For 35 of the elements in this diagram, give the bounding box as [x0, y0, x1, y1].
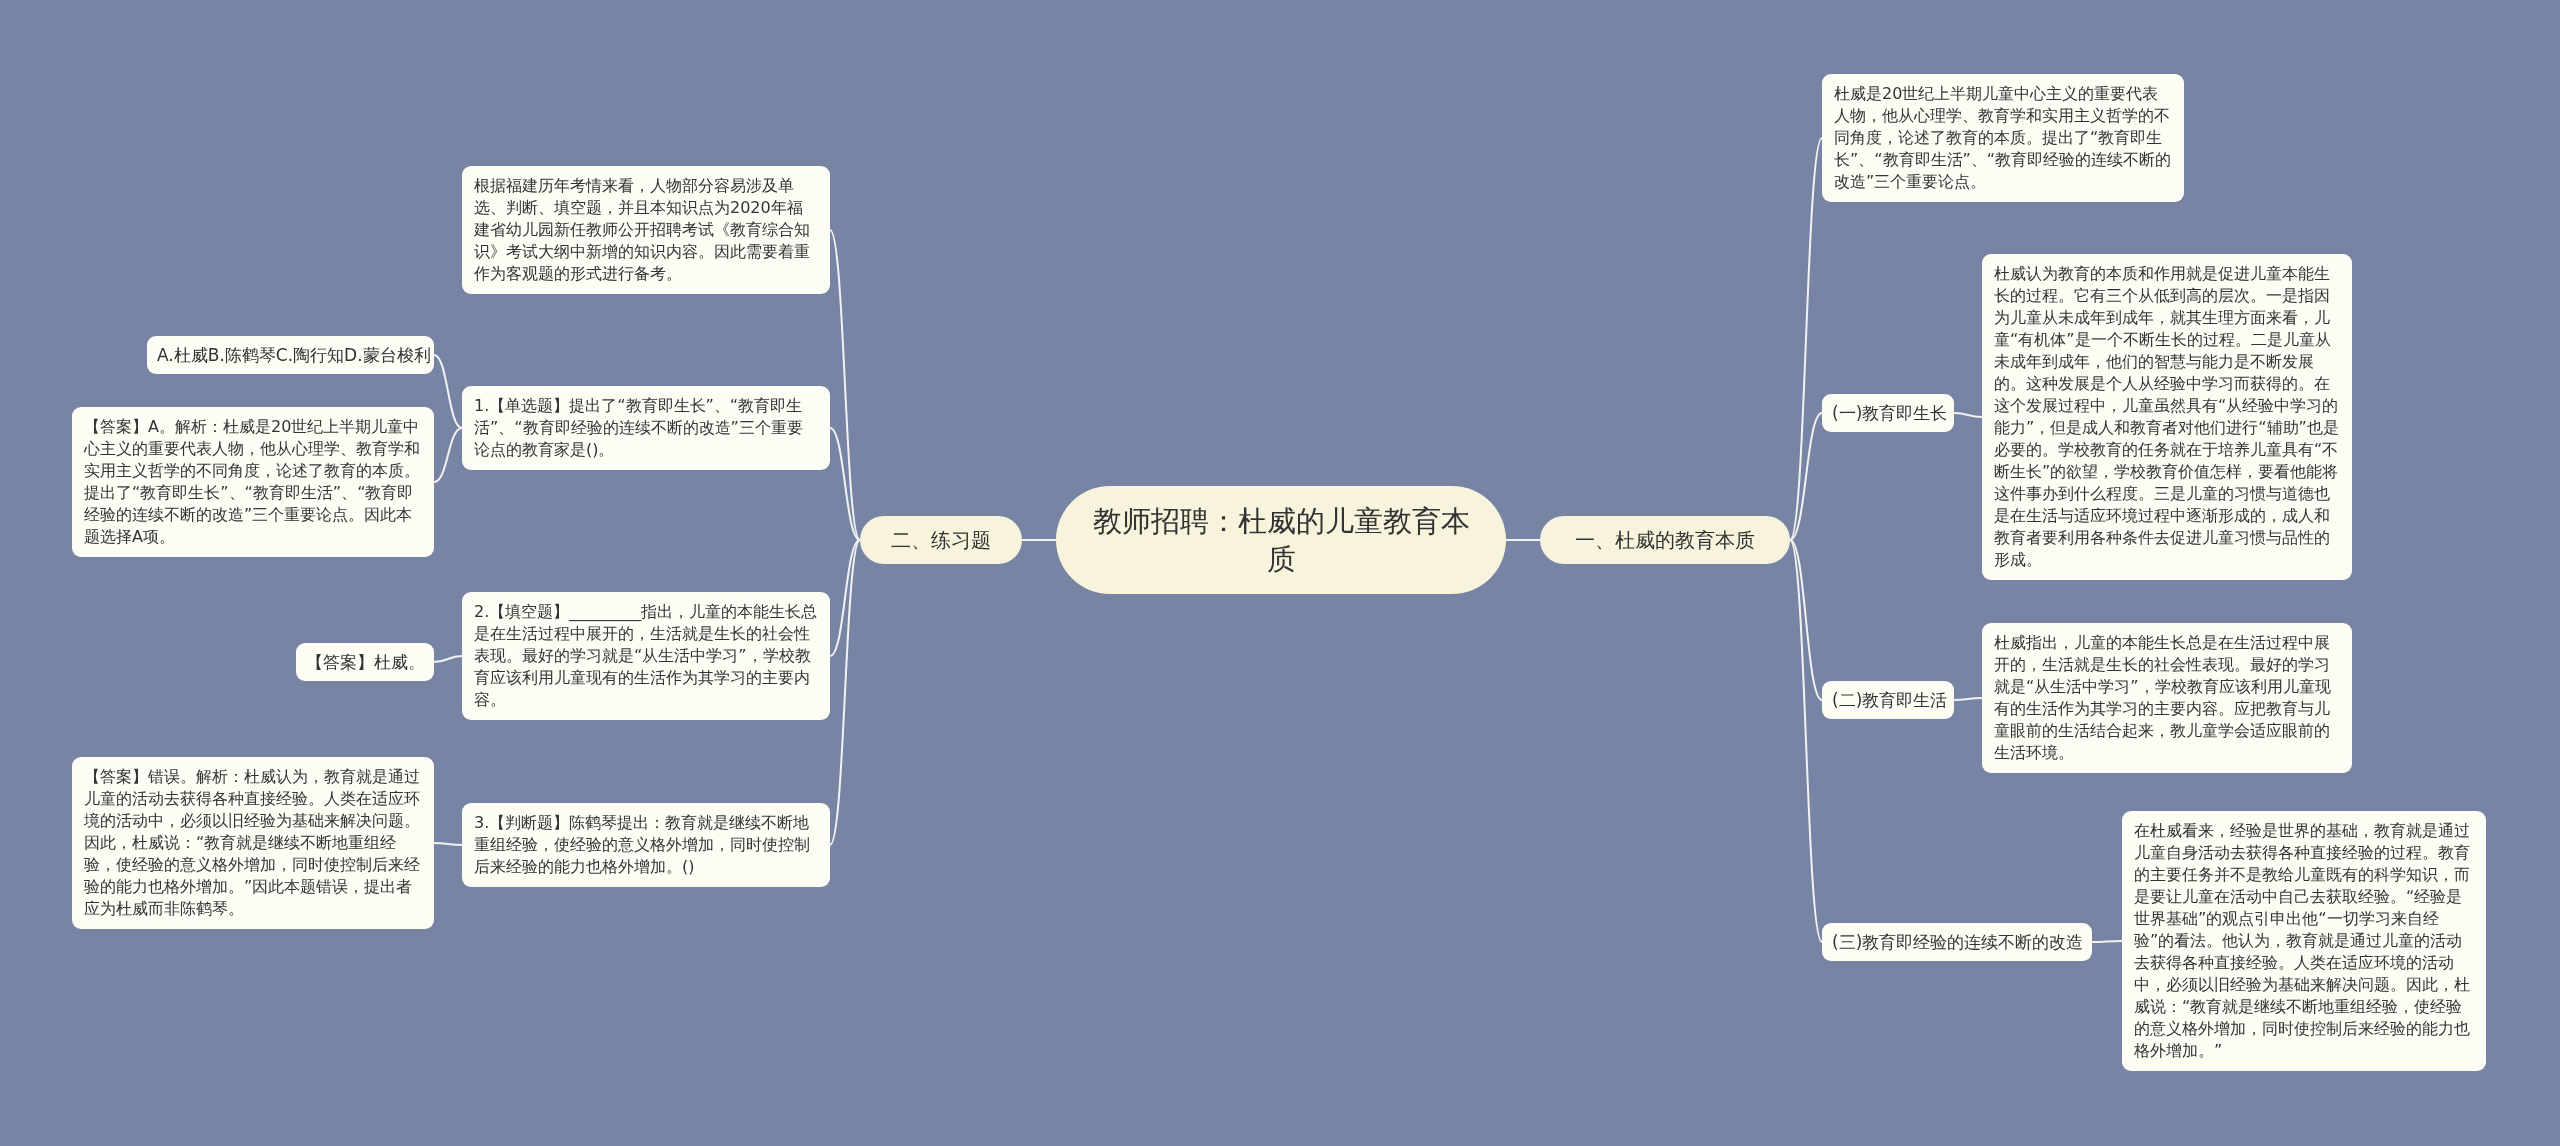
note-box: 在杜威看来，经验是世界的基础，教育就是通过儿童自身活动去获得各种直接经验的过程。教育的主要任务并不是教给儿童既有的科学知识，而是要让儿童在活动中自己去获取经验。“经验是世界基础”的观点引申出他“一切学习来自经验”的看法。他认为，教育就是通过儿童的活动去获得各种直接经验。人类在适应环境的活动中，必须以旧经验为基础来解决问题。因此，杜威说：“教育就是继续不断地重组经验，使经验的意义格外增加，同时使控制后来经验的能力也格外增加。”: [2122, 811, 2486, 1071]
connector-line: [433, 842, 463, 846]
note-box: 3.【判断题】陈鹤琴提出：教育就是继续不断地重组经验，使经验的意义格外增加，同时使控制后来经验的能力也格外增加。(): [462, 803, 830, 887]
connector-line: [1789, 539, 1823, 943]
connector-line: [1789, 412, 1823, 541]
connector-line: [1789, 137, 1823, 541]
connector-line: [829, 427, 861, 541]
connector-line: [433, 427, 463, 483]
note-box: 杜威认为教育的本质和作用就是促进儿童本能生长的过程。它有三个从低到高的层次。一是指因为儿童从未成年到成年，就其生理方面来看，儿童“有机体”是一个不断生长的过程。二是儿童从未成年到成年，他们的智慧与能力是不断发展的。这种发展是个人从经验中学习而获得的。在这个发展过程中，儿童虽然具有“从经验中学习的能力”，但是成人和教育者对他们进行“辅助”也是必要的。学校教育的任务就在于培养儿童具有“不断生长”的欲望，学校教育价值怎样，要看他能将这件事办到什么程度。三是儿童的习惯与道德也是在生活与适应环境过程中逐渐形成的，成人和教育者要利用各种条件去促进儿童习惯与品性的形成。: [1982, 254, 2352, 580]
connector-line: [1021, 539, 1057, 541]
connector-line: [433, 655, 463, 663]
connector-line: [2091, 940, 2123, 943]
connector-line: [1953, 412, 1983, 418]
connector-line: [829, 539, 861, 657]
connector-line: [1505, 539, 1541, 541]
note-box: 根据福建历年考情来看，人物部分容易涉及单选、判断、填空题，并且本知识点为2020年福建省幼儿园新任教师公开招聘考试《教育综合知识》考试大纲中新增的知识内容。因此需要着重作为客观题的形式进行备考。: [462, 166, 830, 294]
connector-line: [829, 539, 861, 846]
subtopic-box: (一)教育即生长: [1822, 394, 1954, 432]
note-box: 【答案】A。解析：杜威是20世纪上半期儿童中心主义的重要代表人物，他从心理学、教育学和实用主义哲学的不同角度，论述了教育的本质。提出了“教育即生长”、“教育即生活”、“教育即经验的连续不断的改造”三个重要论点。因此本题选择A项。: [72, 407, 434, 557]
central-topic: 教师招聘：杜威的儿童教育本质: [1056, 486, 1506, 594]
note-box: 【答案】错误。解析：杜威认为，教育就是通过儿童的活动去获得各种直接经验。人类在适应环境的活动中，必须以旧经验为基础来解决问题。因此，杜威说：“教育就是继续不断地重组经验，使经验的意义格外增加，同时使控制后来经验的能力也格外增加。”因此本题错误，提出者应为杜威而非陈鹤琴。: [72, 757, 434, 929]
connector-line: [1953, 697, 1983, 701]
note-box: 杜威是20世纪上半期儿童中心主义的重要代表人物，他从心理学、教育学和实用主义哲学的不同角度，论述了教育的本质。提出了“教育即生长”、“教育即生活”、“教育即经验的连续不断的改造”三个重要论点。: [1822, 74, 2184, 202]
subtopic-box: (三)教育即经验的连续不断的改造: [1822, 923, 2092, 961]
branch-topic: 二、练习题: [860, 516, 1022, 564]
connector-line: [829, 229, 861, 541]
branch-topic: 一、杜威的教育本质: [1540, 516, 1790, 564]
note-box: 2.【填空题】_________指出，儿童的本能生长总是在生活过程中展开的，生活就是生长的社会性表现。最好的学习就是“从生活中学习”，学校教育应该利用儿童现有的生活作为其学习的主要内容。: [462, 592, 830, 720]
subtopic-box: 【答案】杜威。: [296, 643, 434, 681]
connector-line: [1789, 539, 1823, 701]
subtopic-box: (二)教育即生活: [1822, 681, 1954, 719]
note-box: 杜威指出，儿童的本能生长总是在生活过程中展开的，生活就是生长的社会性表现。最好的学习就是“从生活中学习”，学校教育应该利用儿童现有的生活作为其学习的主要内容。应把教育与儿童眼前的生活结合起来，教儿童学会适应眼前的生活环境。: [1982, 623, 2352, 773]
note-box: 1.【单选题】提出了“教育即生长”、“教育即生活”、“教育即经验的连续不断的改造”三个重要论点的教育家是()。: [462, 386, 830, 470]
subtopic-box: A.杜威B.陈鹤琴C.陶行知D.蒙台梭利: [147, 336, 434, 374]
connector-line: [433, 354, 463, 429]
